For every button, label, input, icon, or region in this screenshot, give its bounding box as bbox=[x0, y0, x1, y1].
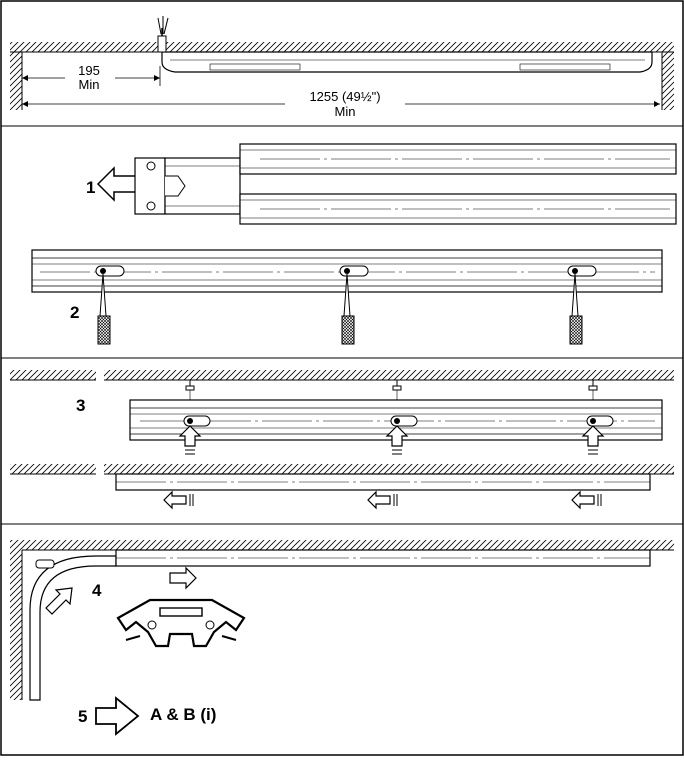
keyhole-slot-left bbox=[95, 265, 125, 277]
top-rail bbox=[239, 143, 677, 175]
corner-curve-track bbox=[29, 555, 117, 701]
corner-clip bbox=[35, 559, 55, 569]
pencil-icon bbox=[569, 273, 583, 345]
right-wall-hatch bbox=[662, 52, 674, 110]
step-2-panel: 2 bbox=[31, 249, 663, 345]
step-2-number: 2 bbox=[70, 303, 79, 322]
bottom-rail bbox=[239, 193, 677, 225]
end-cap bbox=[134, 157, 241, 215]
left-arrow-icon bbox=[367, 490, 398, 510]
diagonal-arrow-icon bbox=[45, 587, 73, 615]
step-1-panel: 1 bbox=[86, 143, 677, 225]
track-cross-section bbox=[116, 598, 246, 648]
cord-icon bbox=[157, 16, 169, 53]
pencil-icon bbox=[341, 273, 355, 345]
keyhole-slot-right bbox=[567, 265, 597, 277]
keyhole-slot-middle bbox=[339, 265, 369, 277]
total-length-value: 1255 (49½") bbox=[309, 89, 380, 104]
step-3-number: 3 bbox=[76, 396, 85, 415]
ceiling-hatch bbox=[104, 370, 674, 380]
step-5-number: 5 bbox=[78, 707, 87, 726]
ceiling-hatch bbox=[10, 42, 674, 52]
ceiling-hatch bbox=[104, 464, 674, 474]
left-arrow-icon bbox=[163, 490, 194, 510]
up-arrow-icon bbox=[385, 425, 409, 455]
min-offset-unit: Min bbox=[79, 77, 100, 92]
total-length-unit: Min bbox=[335, 104, 356, 119]
step-1-number: 1 bbox=[86, 178, 95, 197]
pencil-icon bbox=[97, 273, 111, 345]
right-arrow-icon bbox=[169, 566, 197, 590]
min-offset-value: 195 bbox=[78, 63, 100, 78]
ceiling-hatch bbox=[10, 370, 96, 380]
step-3-panel: 3 bbox=[10, 370, 674, 510]
step-4-panel: 4 bbox=[10, 540, 674, 701]
step-4-number: 4 bbox=[92, 581, 102, 600]
right-arrow-icon bbox=[95, 696, 140, 736]
left-arrow-icon bbox=[571, 490, 602, 510]
up-arrow-icon bbox=[581, 425, 605, 455]
step-5-panel: 5 A & B (i) bbox=[78, 696, 216, 736]
dimension-panel: 195 Min 1255 (49½") Min bbox=[10, 16, 674, 119]
left-wall-hatch bbox=[10, 52, 22, 110]
ceiling-hatch bbox=[10, 464, 96, 474]
pull-arrow-icon bbox=[96, 166, 137, 202]
up-arrow-icon bbox=[178, 425, 202, 455]
track-profile bbox=[161, 51, 653, 73]
left-wall-hatch bbox=[10, 550, 22, 700]
ceiling-hatch bbox=[10, 540, 674, 550]
reference-text: A & B (i) bbox=[150, 705, 216, 724]
